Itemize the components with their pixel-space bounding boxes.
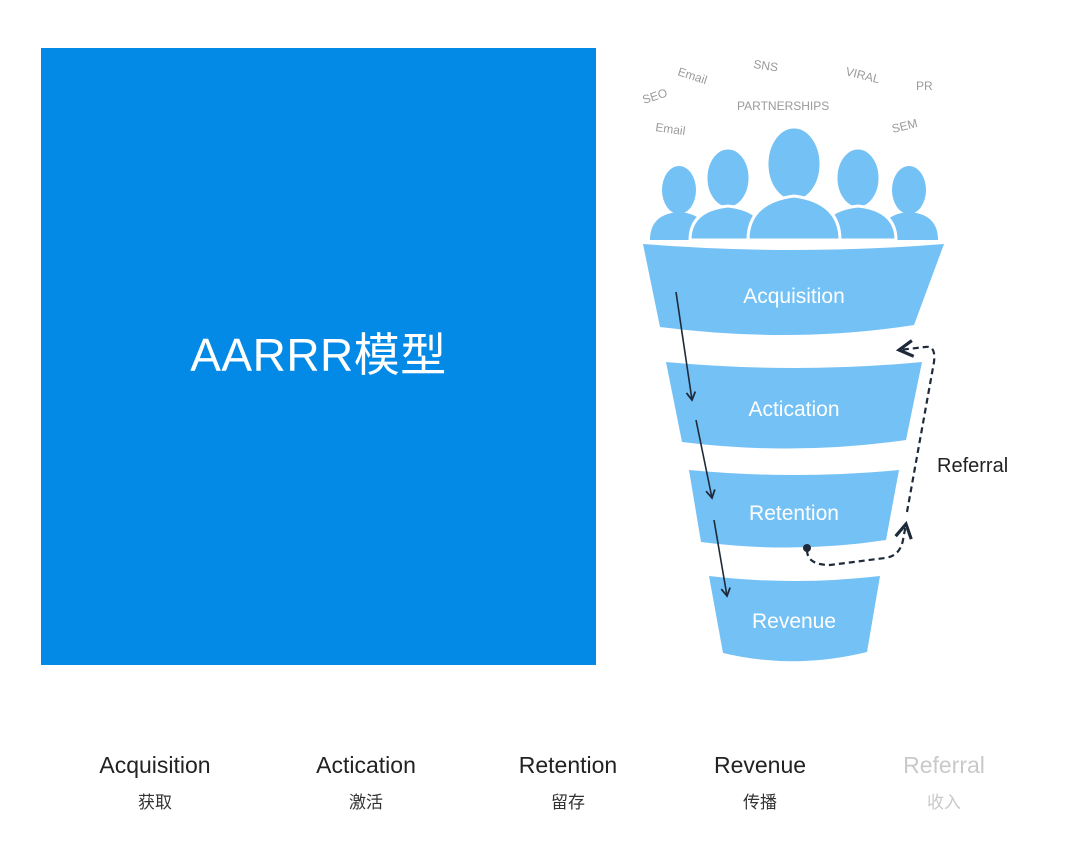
person-icon (688, 146, 768, 242)
stage-label-acquisition: Acquisition (743, 285, 845, 308)
tab-retention[interactable]: Retention 留存 (468, 748, 668, 818)
channel-seo: SEO (641, 86, 669, 107)
tab-sublabel: 收入 (927, 793, 961, 812)
stage-label-revenue: Revenue (752, 610, 836, 633)
tab-label: Revenue (713, 752, 807, 778)
stage-tabs: Acquisition 获取 Actication 激活 Retention 留… (60, 748, 1040, 828)
tab-label: Acquisition (99, 752, 211, 778)
people-icons (650, 125, 938, 242)
funnel-tier-acquisition (643, 244, 944, 336)
channel-partnerships: PARTNERSHIPS (737, 99, 829, 113)
tab-actication[interactable]: Actication 激活 (266, 748, 466, 818)
hero-title: AARRR模型 (190, 328, 447, 381)
tab-sublabel: 获取 (138, 793, 172, 812)
stage-label-retention: Retention (749, 502, 839, 525)
tab-sublabel: 传播 (743, 793, 777, 812)
tab-label: Referral (903, 752, 985, 778)
flow-arrow-1 (675, 291, 697, 402)
channel-viral: VIRAL (844, 64, 881, 86)
tab-revenue[interactable]: Revenue 传播 (660, 748, 860, 818)
referral-label: Referral (937, 455, 1008, 477)
tab-label: Actication (316, 752, 416, 778)
hero-panel: AARRR模型 (41, 48, 596, 665)
channel-email-2: Email (655, 120, 687, 138)
channel-email-1: Email (676, 65, 709, 88)
aarrr-funnel-diagram: Email SEO Email SNS PARTNERSHIPS VIRAL P… (620, 40, 1060, 680)
tab-label: Retention (518, 752, 618, 778)
stage-label-actication: Actication (748, 398, 839, 421)
channel-pr: PR (916, 79, 933, 93)
referral-loop-upper (895, 339, 936, 513)
tab-sublabel: 留存 (551, 793, 585, 812)
channel-sem: SEM (890, 116, 919, 136)
channel-sns: SNS (753, 57, 779, 74)
referral-origin-dot (803, 544, 811, 552)
funnel-tier-retention (689, 470, 899, 548)
tab-referral[interactable]: Referral 收入 (844, 748, 1044, 818)
tab-sublabel: 激活 (349, 793, 383, 812)
flow-arrow-2 (695, 419, 716, 500)
person-icon (746, 125, 842, 242)
funnel-tier-actication (666, 362, 922, 449)
flow-arrow-3 (713, 519, 731, 598)
tab-acquisition[interactable]: Acquisition 获取 (55, 748, 255, 818)
funnel-tier-revenue (709, 576, 880, 662)
